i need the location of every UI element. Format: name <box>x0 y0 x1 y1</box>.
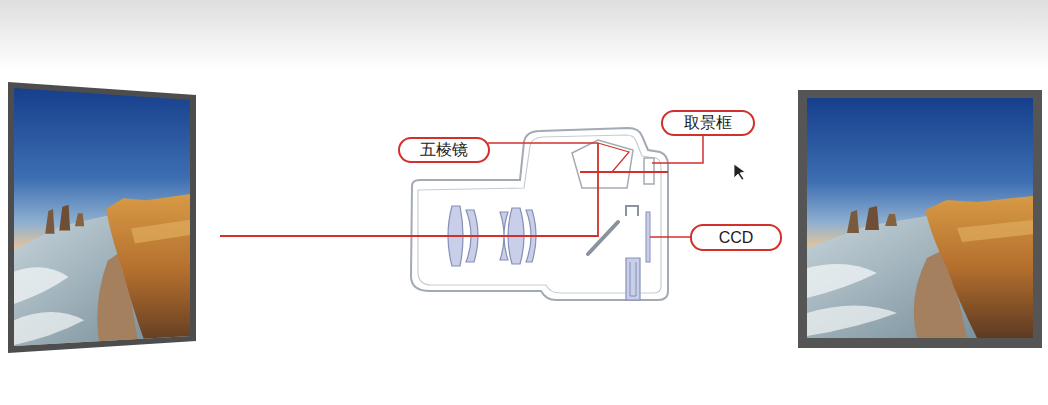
leader-line <box>652 134 703 163</box>
mouse-pointer <box>734 164 745 180</box>
camera-body <box>411 128 668 300</box>
photo-frame <box>798 90 1042 348</box>
label-text: 取景框 <box>684 114 732 132</box>
light-path <box>580 171 668 173</box>
label-text: CCD <box>719 229 754 247</box>
light-path <box>598 143 629 172</box>
shutter-part <box>630 262 636 296</box>
reflex-mirror <box>588 222 618 254</box>
callout-label: CCD <box>690 224 782 251</box>
callout-label: 取景框 <box>661 110 755 136</box>
eyepiece <box>644 158 654 184</box>
top-shade <box>0 0 1048 70</box>
pentaprism <box>572 140 633 188</box>
photo-frame <box>8 82 196 353</box>
landscape-photo <box>807 98 1033 338</box>
leader-line <box>650 236 692 238</box>
ccd-sensor <box>646 212 650 262</box>
focus-sensor <box>626 206 638 216</box>
leader-line <box>488 142 598 144</box>
landscape-photo <box>14 88 190 347</box>
callout-label: 五棱镜 <box>398 137 490 163</box>
photo-right <box>807 98 1033 338</box>
shutter-part <box>626 258 640 300</box>
photo-left <box>14 88 190 347</box>
label-text: 五棱镜 <box>420 141 468 159</box>
